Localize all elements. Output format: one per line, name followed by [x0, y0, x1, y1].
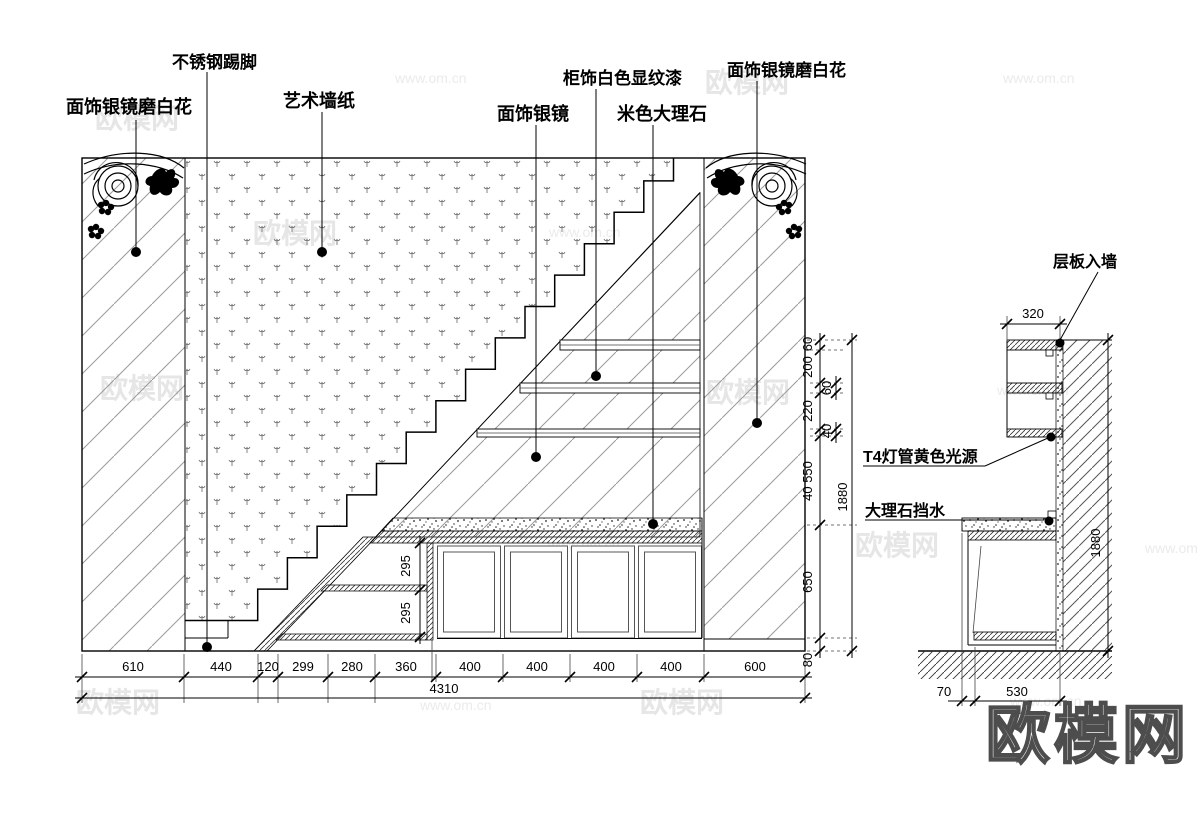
- dim-label: 70: [937, 684, 951, 699]
- watermark-text: 欧模网: [705, 67, 789, 98]
- callout-mirror-white-flower-right: 面饰银镜磨白花: [727, 60, 846, 80]
- dim-total-label: 4310: [430, 681, 459, 696]
- watermark-url: www.om.cn: [1144, 540, 1197, 556]
- dim-label: 200: [800, 356, 815, 378]
- watermark-url: www.om.cn: [394, 70, 467, 86]
- section-cabinet: [961, 510, 1057, 646]
- wallpaper-field: [185, 158, 674, 621]
- watermark-text: 欧模网: [640, 687, 724, 718]
- dim-total-label: 1880: [1088, 529, 1103, 558]
- section-bottom-dimensions: 70 530: [937, 533, 1067, 707]
- cabinet-divider: [426, 542, 434, 641]
- elevation-border: [81, 157, 806, 652]
- t4-lamp-fixture: [1045, 392, 1054, 400]
- dim-label: 440: [210, 659, 232, 674]
- watermark-url: www.om.cn: [419, 697, 492, 713]
- callout-mirror-white-flower-left: 面饰银镜磨白花: [66, 96, 192, 117]
- dim-label: 400: [459, 659, 481, 674]
- section-detail: 320 1880 70 530 层板入墙 T4灯管黄色光源 大理石挡水: [863, 252, 1117, 707]
- dim-label: 360: [395, 659, 417, 674]
- section-wall: [1063, 340, 1112, 651]
- watermark-text: 欧模网: [95, 103, 179, 134]
- section-leaders: [863, 271, 1099, 526]
- dim-label: 60: [819, 381, 834, 395]
- site-logo: 欧模网: [986, 699, 1190, 771]
- callout-leaders: [131, 72, 762, 652]
- dim-label: 40 550: [800, 461, 815, 501]
- dim-label: 80: [800, 653, 815, 667]
- open-shelf-unit: [275, 542, 434, 641]
- dim-label: 610: [122, 659, 144, 674]
- callout-marble-splash: 大理石挡水: [865, 501, 946, 520]
- dim-label: 299: [292, 659, 314, 674]
- callout-shelf-into-wall: 层板入墙: [1053, 252, 1117, 271]
- dim-label: 400: [660, 659, 682, 674]
- niche-shelves: [476, 339, 701, 438]
- watermark-text: 欧模网: [855, 530, 939, 561]
- cabinet-doors: [437, 518, 703, 639]
- watermark-url: www.om.cn: [1002, 70, 1075, 86]
- callout-mirror: 面饰银镜: [497, 103, 569, 124]
- dim-label: 650: [800, 571, 815, 593]
- t4-lamp-fixture: [1045, 349, 1054, 357]
- dim-label: 600: [744, 659, 766, 674]
- callout-labels: 面饰银镜磨白花 不锈钢踢脚 艺术墙纸 面饰银镜 柜饰白色显纹漆 米色大理石 面饰…: [66, 52, 846, 124]
- watermark-text: 欧模网: [76, 687, 160, 718]
- dim-label: 295: [398, 555, 413, 577]
- callout-cabinet-paint: 柜饰白色显纹漆: [563, 68, 682, 88]
- dim-label: 60: [800, 337, 815, 351]
- bottom-dimensions: 610 440 120 299 280 360 400 400 400 400 …: [75, 654, 812, 704]
- dim-label: 400: [526, 659, 548, 674]
- section-ground: [918, 650, 1112, 679]
- dim-label: 530: [1006, 684, 1028, 699]
- left-mirror-panel: [82, 158, 185, 651]
- section-shelves: [1006, 339, 1063, 438]
- callout-t4-light: T4灯管黄色光源: [863, 447, 978, 466]
- dim-label: 280: [341, 659, 363, 674]
- callout-marble: 米色大理石: [617, 103, 707, 124]
- dim-label: 120: [257, 659, 279, 674]
- right-mirror-panel: [704, 158, 805, 639]
- section-top-dimension: 320: [1000, 306, 1067, 341]
- section-height-dimension: 1880: [1088, 333, 1114, 658]
- dim-label: 220: [800, 400, 815, 422]
- dim-total-label: 1880: [835, 483, 850, 512]
- dim-label: 400: [593, 659, 615, 674]
- callout-wallpaper: 艺术墙纸: [283, 90, 355, 111]
- right-dimensions: 60 200 220 40 550 650 80 60 40 1880: [800, 333, 858, 667]
- dim-label: 40: [819, 424, 834, 438]
- callout-skirting: 不锈钢踢脚: [172, 52, 257, 72]
- dim-label: 320: [1022, 306, 1044, 321]
- shelf-spacing-dimensions: 295 295: [398, 536, 433, 680]
- main-elevation: [81, 152, 807, 652]
- dim-label: 295: [398, 602, 413, 624]
- staircase-steps: [185, 158, 675, 622]
